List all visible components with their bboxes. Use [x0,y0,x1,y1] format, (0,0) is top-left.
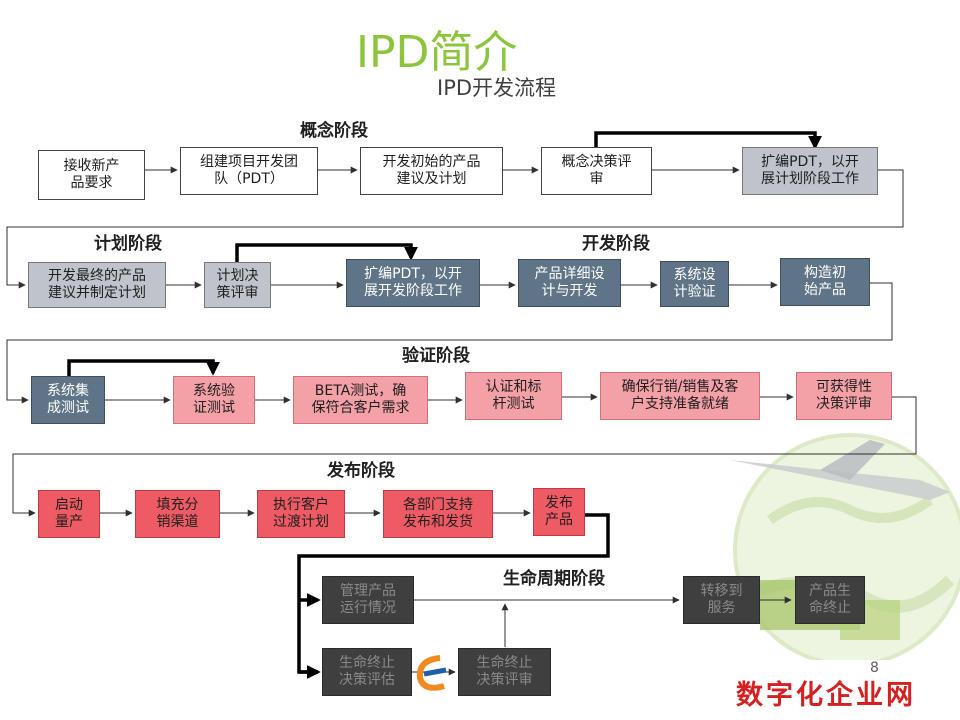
stage-lifecycle-label: 生命周期阶段 [503,569,605,589]
watermark-text: 数字化企业网 [736,680,916,711]
step-form-pdt: 组建项目开发团 队（PDT） [180,147,318,195]
stage-concept-label: 概念阶段 [300,121,368,141]
step-build-initial-product: 构造初 始产品 [780,258,870,306]
step-concept-decision-review: 概念决策评 审 [541,147,652,195]
verify-review-loop [67,359,220,378]
step-customer-transition: 执行客户 过渡计划 [257,490,345,538]
step-eol-decision-review: 生命终止 决策评审 [458,648,551,696]
step-sales-support-ready: 确保行销/销售及客 户支持准备就绪 [600,372,760,420]
plan-review-loop [235,243,418,263]
step-system-verification-test: 系统验 证测试 [173,376,255,424]
step-receive-new-product-request: 接收新产 品要求 [38,150,145,200]
step-certification-benchmark: 认证和标 杆测试 [465,372,562,420]
step-initial-proposal: 开发初始的产品 建议及计划 [360,147,503,195]
stage-verify-label: 验证阶段 [402,346,470,366]
globe-illustration [730,433,960,660]
step-expand-pdt-develop: 扩编PDT，以开 展开发阶段工作 [346,259,480,307]
stage-develop-label: 开发阶段 [582,234,650,254]
step-manage-product-operation: 管理产品 运行情况 [322,576,414,624]
arrow-row2-row3 [6,282,893,404]
step-availability-decision-review: 可获得性 决策评审 [796,372,892,420]
step-release-product: 发布 产品 [533,488,585,536]
step-eol-decision-assessment: 生命终止 决策评估 [322,648,412,696]
step-departments-support-release: 各部门支持 发布和发货 [383,490,493,538]
step-start-mass-production: 启动 量产 [38,490,100,538]
e-logo-icon [416,655,447,691]
slide-subtitle: IPD开发流程 [437,76,557,100]
arrow-row1-row2 [6,169,904,289]
step-expand-pdt-plan: 扩编PDT，以开 展计划阶段工作 [742,147,878,195]
step-fill-distribution: 填充分 销渠道 [135,490,220,538]
arrow-row3-row4 [12,396,917,517]
stage-release-label: 发布阶段 [327,461,395,481]
page-number: 8 [870,660,879,676]
step-final-proposal-plan: 开发最终的产品 建议并制定计划 [28,262,166,308]
step-system-integration-test: 系统集 成测试 [31,376,105,424]
step-plan-decision-review: 计划决 策评审 [204,262,271,308]
concept-review-loop [594,131,822,150]
step-beta-test: BETA测试，确 保符合客户需求 [293,376,428,424]
stage-plan-label: 计划阶段 [94,234,162,254]
step-detailed-design: 产品详细设 计与开发 [518,259,621,307]
step-system-design-verify: 系统设 计验证 [660,261,729,307]
step-product-end-of-life: 产品生 命终止 [795,576,865,624]
slide-title: IPD简介 [356,27,518,78]
step-transfer-to-service: 转移到 服务 [683,576,760,624]
